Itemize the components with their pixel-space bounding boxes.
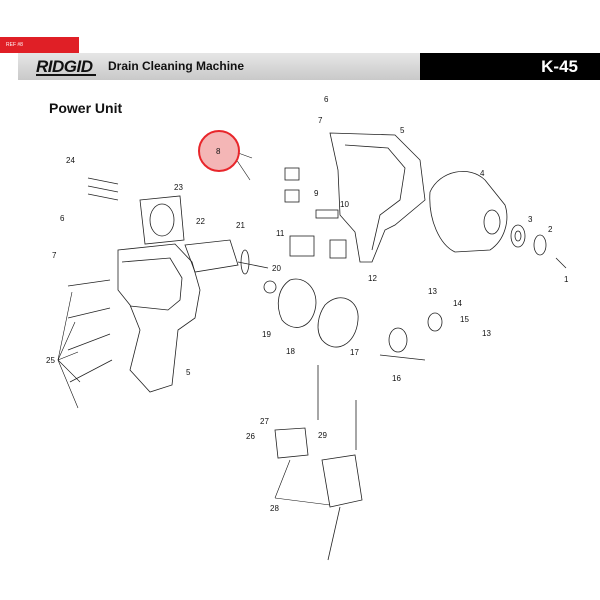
page-title: Drain Cleaning Machine bbox=[108, 59, 245, 73]
callout-13-lower: 13 bbox=[482, 329, 491, 338]
callout-29: 29 bbox=[318, 431, 327, 440]
cord-assembly-shape bbox=[321, 454, 363, 508]
callout-23: 23 bbox=[174, 183, 183, 192]
callout-5-lower: 5 bbox=[186, 368, 191, 377]
callout-18: 18 bbox=[286, 347, 295, 356]
brand-logo: RIDGID bbox=[36, 57, 93, 76]
callout-7-lower: 7 bbox=[52, 251, 57, 260]
right-housing-shape bbox=[329, 132, 426, 263]
callout-13-upper: 13 bbox=[428, 287, 437, 296]
callout-22: 22 bbox=[196, 217, 205, 226]
field-assembly-shape bbox=[139, 195, 185, 245]
model-number: K-45 bbox=[420, 53, 600, 80]
callout-1: 1 bbox=[564, 275, 569, 284]
gear-case-shape bbox=[317, 297, 359, 348]
callout-20: 20 bbox=[272, 264, 281, 273]
callout-4: 4 bbox=[480, 169, 485, 178]
callout-25: 25 bbox=[46, 356, 55, 365]
callout-6-lower: 6 bbox=[60, 214, 65, 223]
bearing-shape bbox=[510, 224, 526, 248]
callout-16: 16 bbox=[392, 374, 401, 383]
callout-12: 12 bbox=[368, 274, 377, 283]
callout-27: 27 bbox=[260, 417, 269, 426]
left-housing-shape bbox=[117, 243, 201, 393]
brand-underline bbox=[36, 74, 96, 76]
highlight-circle bbox=[198, 130, 240, 172]
motor-cover-shape bbox=[429, 171, 508, 253]
callout-10: 10 bbox=[340, 200, 349, 209]
callout-28: 28 bbox=[270, 504, 279, 513]
callout-24: 24 bbox=[66, 156, 75, 165]
callout-5-upper: 5 bbox=[400, 126, 405, 135]
armature-shape bbox=[184, 239, 239, 273]
header: RIDGID Drain Cleaning Machine K-45 bbox=[0, 53, 600, 80]
gasket-shape bbox=[277, 278, 317, 328]
callout-9: 9 bbox=[314, 189, 319, 198]
callout-3: 3 bbox=[528, 215, 533, 224]
callout-14: 14 bbox=[453, 299, 462, 308]
callout-19: 19 bbox=[262, 330, 271, 339]
callout-7-upper: 7 bbox=[318, 116, 323, 125]
callout-17: 17 bbox=[350, 348, 359, 357]
callout-8: 8 bbox=[216, 147, 221, 156]
ref-tag: REF #8 bbox=[0, 37, 79, 53]
retaining-ring-shape bbox=[533, 234, 547, 256]
callout-26: 26 bbox=[246, 432, 255, 441]
callout-15: 15 bbox=[460, 315, 469, 324]
callout-21: 21 bbox=[236, 221, 245, 230]
callout-2: 2 bbox=[548, 225, 553, 234]
callout-6-upper: 6 bbox=[324, 95, 329, 104]
section-title: Power Unit bbox=[49, 100, 123, 116]
callout-11: 11 bbox=[276, 229, 285, 238]
